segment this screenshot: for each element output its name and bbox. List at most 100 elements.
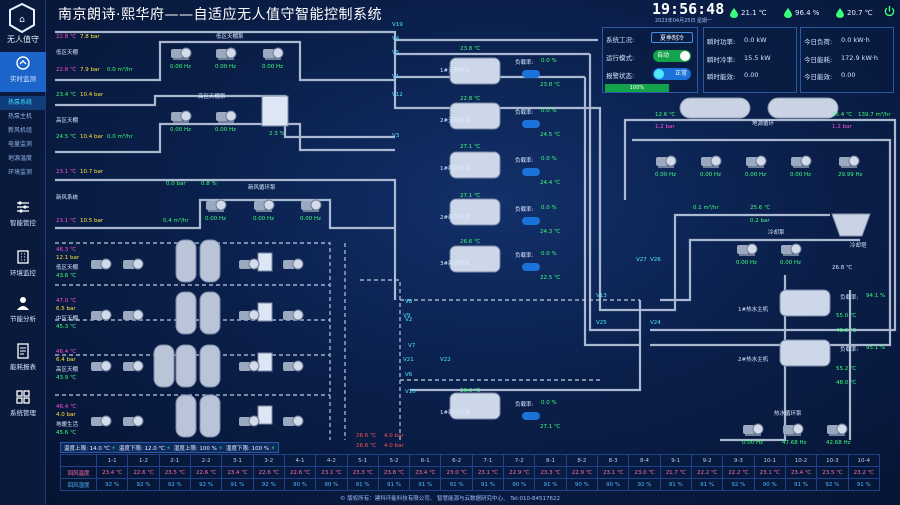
pump[interactable]: [282, 357, 304, 375]
pump[interactable]: [90, 357, 112, 375]
pump[interactable]: [205, 196, 227, 214]
nav-item-environment[interactable]: 环境监控: [0, 246, 46, 286]
pump[interactable]: [736, 240, 758, 258]
pump-icon: [781, 243, 802, 256]
pump-icon: [123, 309, 144, 321]
hot-main-1-load-value: 94.1 %: [866, 293, 886, 299]
hum-upper-value[interactable]: 100 %: [199, 446, 217, 452]
pump[interactable]: [826, 420, 848, 438]
pump[interactable]: [742, 420, 764, 438]
subnav-item-environment[interactable]: 环境监测: [8, 169, 33, 176]
pump[interactable]: [238, 357, 260, 375]
pump[interactable]: [253, 196, 275, 214]
pump[interactable]: [262, 44, 284, 62]
pump[interactable]: [90, 412, 112, 430]
valve[interactable]: V8: [405, 299, 413, 305]
unit-toggle[interactable]: [522, 217, 540, 225]
pump[interactable]: [238, 255, 260, 273]
room-hum: 91 %: [346, 478, 379, 491]
subnav-item-heatpump-system[interactable]: 热泵系统: [0, 96, 46, 110]
hot-main-1-load-label: 负载率:: [840, 295, 859, 301]
valve[interactable]: V1: [392, 74, 400, 80]
unit-load-label: 负载率:: [515, 110, 534, 116]
pump[interactable]: [122, 412, 144, 430]
unit-name: 2#新风热泵: [440, 215, 471, 221]
nav-item-control[interactable]: 智能管控: [0, 196, 46, 236]
unit-toggle[interactable]: [522, 263, 540, 271]
fresh-air-return-pressure: 10.5 bar: [80, 218, 104, 224]
valve[interactable]: V12: [392, 92, 403, 98]
valve[interactable]: V13: [596, 293, 607, 299]
pump[interactable]: [238, 306, 260, 324]
pump[interactable]: [282, 306, 304, 324]
valve[interactable]: V7: [408, 343, 416, 349]
valve[interactable]: V9: [403, 313, 411, 319]
valve[interactable]: V25: [596, 320, 607, 326]
nav-item-system[interactable]: 系统管理: [0, 386, 46, 426]
valve[interactable]: V24: [650, 320, 661, 326]
unit-toggle[interactable]: [522, 168, 540, 176]
unit-toggle[interactable]: [522, 120, 540, 128]
valve[interactable]: V27: [636, 257, 647, 263]
pump[interactable]: [90, 255, 112, 273]
valve[interactable]: V19: [392, 22, 403, 28]
pump[interactable]: [170, 107, 192, 125]
ground-temp-2: 15.4 ℃: [832, 112, 853, 118]
pump[interactable]: [838, 152, 860, 170]
pump[interactable]: [215, 44, 237, 62]
nav-label: 实时监测: [10, 75, 36, 83]
unit-load-value: 0.0 %: [541, 251, 557, 257]
subnav-item-heatpump-host[interactable]: 热泵主机: [8, 113, 33, 120]
pump[interactable]: [300, 196, 322, 214]
pump[interactable]: [122, 255, 144, 273]
pump[interactable]: [282, 255, 304, 273]
subnav-item-ground-temp[interactable]: 地源温度: [8, 155, 33, 162]
valve[interactable]: V22: [440, 357, 451, 363]
valve[interactable]: V6: [405, 372, 413, 378]
valve[interactable]: V4: [392, 36, 400, 42]
user-icon: [17, 297, 29, 310]
power-icon[interactable]: [884, 6, 895, 17]
pump[interactable]: [122, 306, 144, 324]
room-temp: 22.9 ℃: [503, 466, 536, 479]
pump[interactable]: [745, 152, 767, 170]
temp-lower-value[interactable]: 12.0 ℃: [144, 446, 165, 452]
run-mode-toggle[interactable]: 自动: [653, 50, 691, 62]
unit-toggle[interactable]: [522, 412, 540, 420]
unit-toggle[interactable]: [522, 70, 540, 78]
pump[interactable]: [282, 412, 304, 430]
valve[interactable]: V2: [405, 317, 413, 323]
hot-zone-pressure: 4.0 bar: [56, 412, 76, 418]
pump[interactable]: [238, 412, 260, 430]
pump[interactable]: [790, 152, 812, 170]
valve[interactable]: V3: [392, 133, 400, 139]
inst-cool-label: 瞬时冷率:: [707, 56, 736, 64]
valve[interactable]: V26: [650, 257, 661, 263]
valve[interactable]: V10: [405, 389, 416, 395]
pump[interactable]: [782, 420, 804, 438]
nav-item-reports[interactable]: 能耗报表: [0, 340, 46, 380]
pump[interactable]: [655, 152, 677, 170]
valve[interactable]: V21: [403, 357, 414, 363]
pump[interactable]: [122, 357, 144, 375]
pump[interactable]: [170, 44, 192, 62]
room-header: 8-3: [596, 454, 630, 467]
hot-zone-return: 45.6 ℃: [56, 430, 77, 436]
room-hum: 91 %: [221, 478, 254, 491]
hum-lower-value[interactable]: 100 %: [251, 446, 270, 452]
nav-item-realtime[interactable]: 实时监测: [0, 52, 46, 92]
pump[interactable]: [780, 240, 802, 258]
pump[interactable]: [90, 306, 112, 324]
nav-item-energy-analysis[interactable]: 节能分析: [0, 292, 46, 332]
temp-upper-value[interactable]: 14.0 ℃: [89, 446, 110, 452]
mode-value[interactable]: 夏季制冷: [651, 32, 693, 43]
hot-zone-name: 低区天棚: [56, 265, 79, 271]
pump-icon: [839, 155, 860, 168]
pump[interactable]: [215, 107, 237, 125]
mode-label: 系统工况:: [606, 36, 635, 44]
subnav-item-fresh-air[interactable]: 新风机组: [8, 127, 33, 134]
pump[interactable]: [700, 152, 722, 170]
valve[interactable]: V5: [392, 50, 400, 56]
subnav-item-power[interactable]: 电量监测: [8, 141, 33, 148]
room-hum: 91 %: [534, 478, 567, 491]
